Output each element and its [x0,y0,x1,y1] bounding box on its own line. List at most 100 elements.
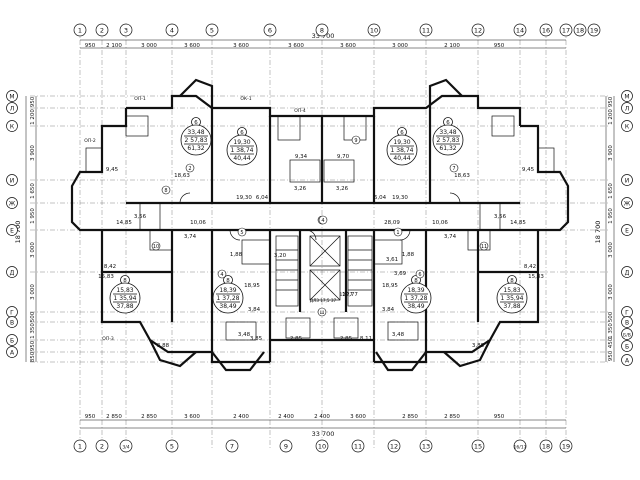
axis-label-bottom: 16/17 [514,445,527,451]
room-area: 9,45 [106,167,119,173]
axis-label-right: В [625,319,629,326]
axis-marker-left [6,266,18,278]
room-area: 15,83 [98,274,114,280]
dimension-value: 1 350 [30,323,36,339]
room-number-marker [185,163,195,173]
axis-label-left: И [10,177,15,184]
apartment-type: 6 [400,130,404,136]
axis-marker-top [513,23,527,37]
dimension-value: 950 [30,340,36,351]
axis-marker-right [621,102,633,114]
apartment-gross-area: 40,44 [393,155,410,162]
axis-marker-bottom [279,439,293,453]
dimension-value: 950 [494,43,505,49]
apartment-living-area: 19,30 [233,139,250,146]
dimension-value: 2 100 [444,43,460,49]
apartment-living-area: 18,39 [219,287,236,294]
axis-label-left: К [10,123,15,130]
room-area: 18,63 [454,173,470,179]
axis-marker-bottom [387,439,401,453]
apartment-total-area: 2 57,83 [185,137,208,144]
apartment-gross-area: 37,88 [116,303,133,310]
apartment-area-badge [109,282,141,314]
axis-label-top: 1 [78,27,82,35]
axis-label-top: 14 [516,27,524,35]
dimension-value: 1 650 [608,183,614,199]
axis-marker-left [6,334,18,346]
axis-marker-bottom [165,439,179,453]
room-number: 2 [188,166,191,172]
axis-label-top: 17 [562,27,570,35]
axis-marker-bottom [225,439,239,453]
apartment-living-area: 15,83 [503,287,520,294]
room-area: 2,85 [290,336,303,342]
room-number-marker [415,269,425,279]
axis-label-bottom: 19 [562,443,570,451]
apartment-area-badge [432,124,464,156]
room-area: 3,56 [494,214,507,220]
svg-text:12,77: 12,77 [340,292,353,298]
apartment-total-area: 2 57,83 [437,137,460,144]
room-area: 6,04 [374,195,387,201]
apartment-gross-area: 37,88 [503,303,520,310]
dimension-value: 3 000 [392,43,408,49]
wall-type-label: ОП-4 [294,108,306,114]
wall-type-labels: ОП-1ОП-2ОП-3ОП-4ОК-1 [84,96,306,342]
room-area: 8,42 [104,264,116,270]
axis-marker-left [6,224,18,236]
axis-label-left: М [9,93,14,100]
axis-label-left: Б [10,337,14,344]
dimension-value: 1 350 [608,323,614,339]
svg-text:ДЛ3 17,5 37: ДЛ3 17,5 37 [310,298,337,303]
axis-label-top: 16 [542,27,550,35]
axis-marker-bottom [315,439,329,453]
dimension-value: 1 650 [30,183,36,199]
axis-marker-bottom [351,439,365,453]
room-number: 7 [452,166,455,172]
dimension-value: 3 000 [608,242,614,258]
axis-label-right: Б [625,343,629,350]
apartment-living-area: 33,48 [439,129,456,136]
room-area: 10,06 [432,220,448,226]
axis-marker-top [165,23,179,37]
apartment-type: 6 [194,120,198,126]
axis-marker-left [6,174,18,186]
grid-lines [30,30,610,450]
axis-label-top: 5 [210,27,214,35]
dimension-value: 1 200 [30,109,36,125]
axis-label-left: В [10,319,14,326]
apartment-total-area: 1 35,94 [114,295,137,302]
apartment-type: 8 [510,278,514,284]
room-number: 10 [153,244,159,250]
dimension-value: 950 [30,96,36,107]
axis-label-bottom: 11 [354,443,362,451]
room-area: 3,88 [157,343,170,349]
axis-label-bottom: 10 [318,443,326,451]
axis-label-top: 11 [422,27,430,35]
dimension-value: 2 100 [106,43,122,49]
dimension-value: 2 400 [233,414,249,420]
room-area: 3,88 [472,343,485,349]
axis-marker-right [621,120,633,132]
dimension-value: 3 600 [288,43,304,49]
axis-label-bottom: 1 [78,443,82,451]
dimension-value: 850 [30,351,36,362]
axis-label-top: 8 [320,27,324,35]
room-area: 18,95 [244,283,260,289]
room-area: 3,84 [382,307,395,313]
dimension-value: 3 000 [30,284,36,300]
axis-label-right: Г [625,309,629,316]
axis-marker-right [621,340,633,352]
axis-label-top: 10 [370,27,378,35]
building-walls [70,78,570,372]
axis-marker-left [6,346,18,358]
axis-label-right: Б/В [623,332,631,338]
dimension-value: 2 850 [402,414,418,420]
room-area: 2,85 [340,336,353,342]
axis-label-left: А [10,349,15,356]
dimension-value: 3 000 [141,43,157,49]
apartment-type: 6 [240,130,244,136]
